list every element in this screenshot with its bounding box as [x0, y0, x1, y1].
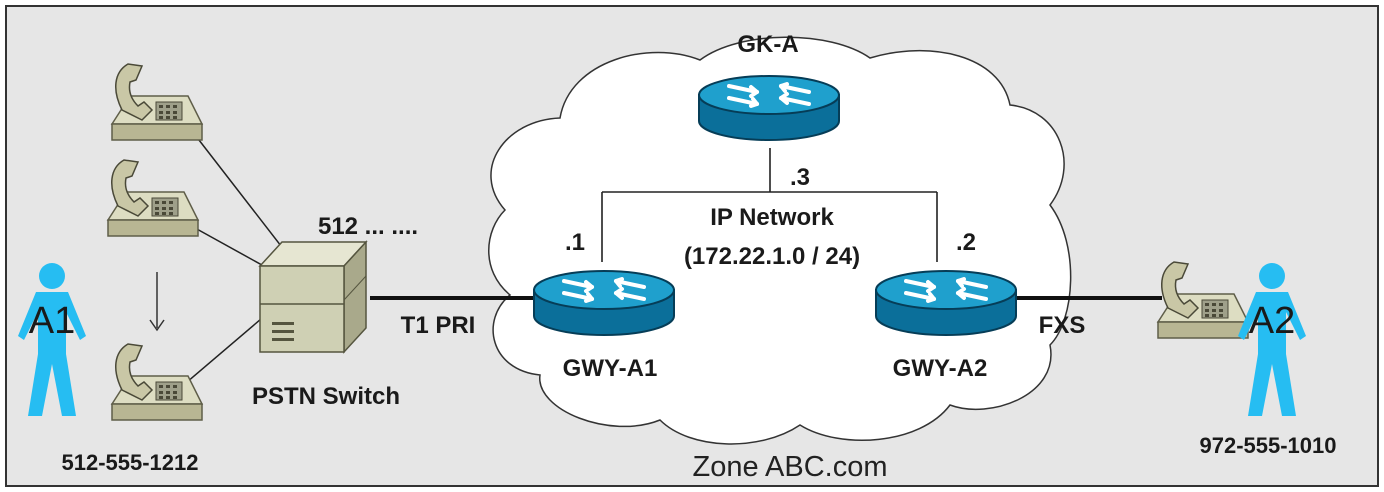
- user-a1-tag: A1: [29, 300, 75, 342]
- user-a1-number: 512-555-1212: [61, 450, 198, 475]
- gwy-a2-ip-label: .2: [956, 229, 976, 256]
- gwy-a2-label: GWY-A2: [893, 355, 988, 382]
- gwy-a2-router-icon: [874, 269, 1018, 337]
- ip-network-cloud: [488, 36, 1072, 445]
- gk-ip-label: .3: [790, 164, 810, 191]
- ip-subnet-label: (172.22.1.0 / 24): [684, 243, 860, 270]
- gk-label: GK-A: [737, 31, 798, 58]
- zone-label: Zone ABC.com: [692, 451, 887, 483]
- pstn-prefix-label: 512 ... ....: [318, 213, 418, 240]
- ip-network-label: IP Network: [710, 204, 834, 231]
- t1-pri-label: T1 PRI: [401, 312, 476, 339]
- more-phones-arrow-icon: [149, 272, 165, 332]
- gk-link: [601, 148, 938, 262]
- phone-link-1: [191, 130, 289, 256]
- fxs-label: FXS: [1039, 312, 1086, 339]
- phone-link-3: [179, 312, 269, 389]
- pstn-switch-label: PSTN Switch: [252, 383, 400, 410]
- gk-router-icon: [697, 74, 841, 142]
- gwy-a1-label: GWY-A1: [563, 355, 658, 382]
- user-a2-tag: A2: [1249, 300, 1295, 342]
- gwy-a1-router-icon: [532, 269, 676, 337]
- gwy-a1-ip-label: .1: [565, 229, 585, 256]
- user-a2-number: 972-555-1010: [1199, 433, 1336, 458]
- pstn-switch-icon: [258, 240, 368, 354]
